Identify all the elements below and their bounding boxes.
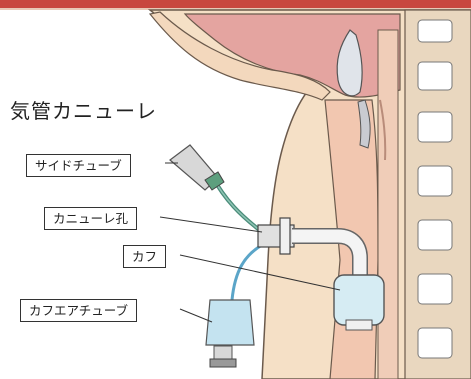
cuff-balloon: [334, 275, 384, 325]
cuff-air-tube-line: [232, 245, 262, 300]
label-cuff-air-tube: カフエアチューブ: [20, 299, 137, 322]
label-side-tube: サイドチューブ: [26, 154, 131, 177]
diagram-title: 気管カニューレ: [10, 95, 157, 124]
pilot-balloon: [206, 300, 254, 345]
label-cannula-hole: カニューレ孔: [44, 207, 137, 230]
top-color-band: [0, 0, 471, 8]
esophagus: [378, 30, 398, 379]
label-cuff: カフ: [123, 245, 166, 268]
